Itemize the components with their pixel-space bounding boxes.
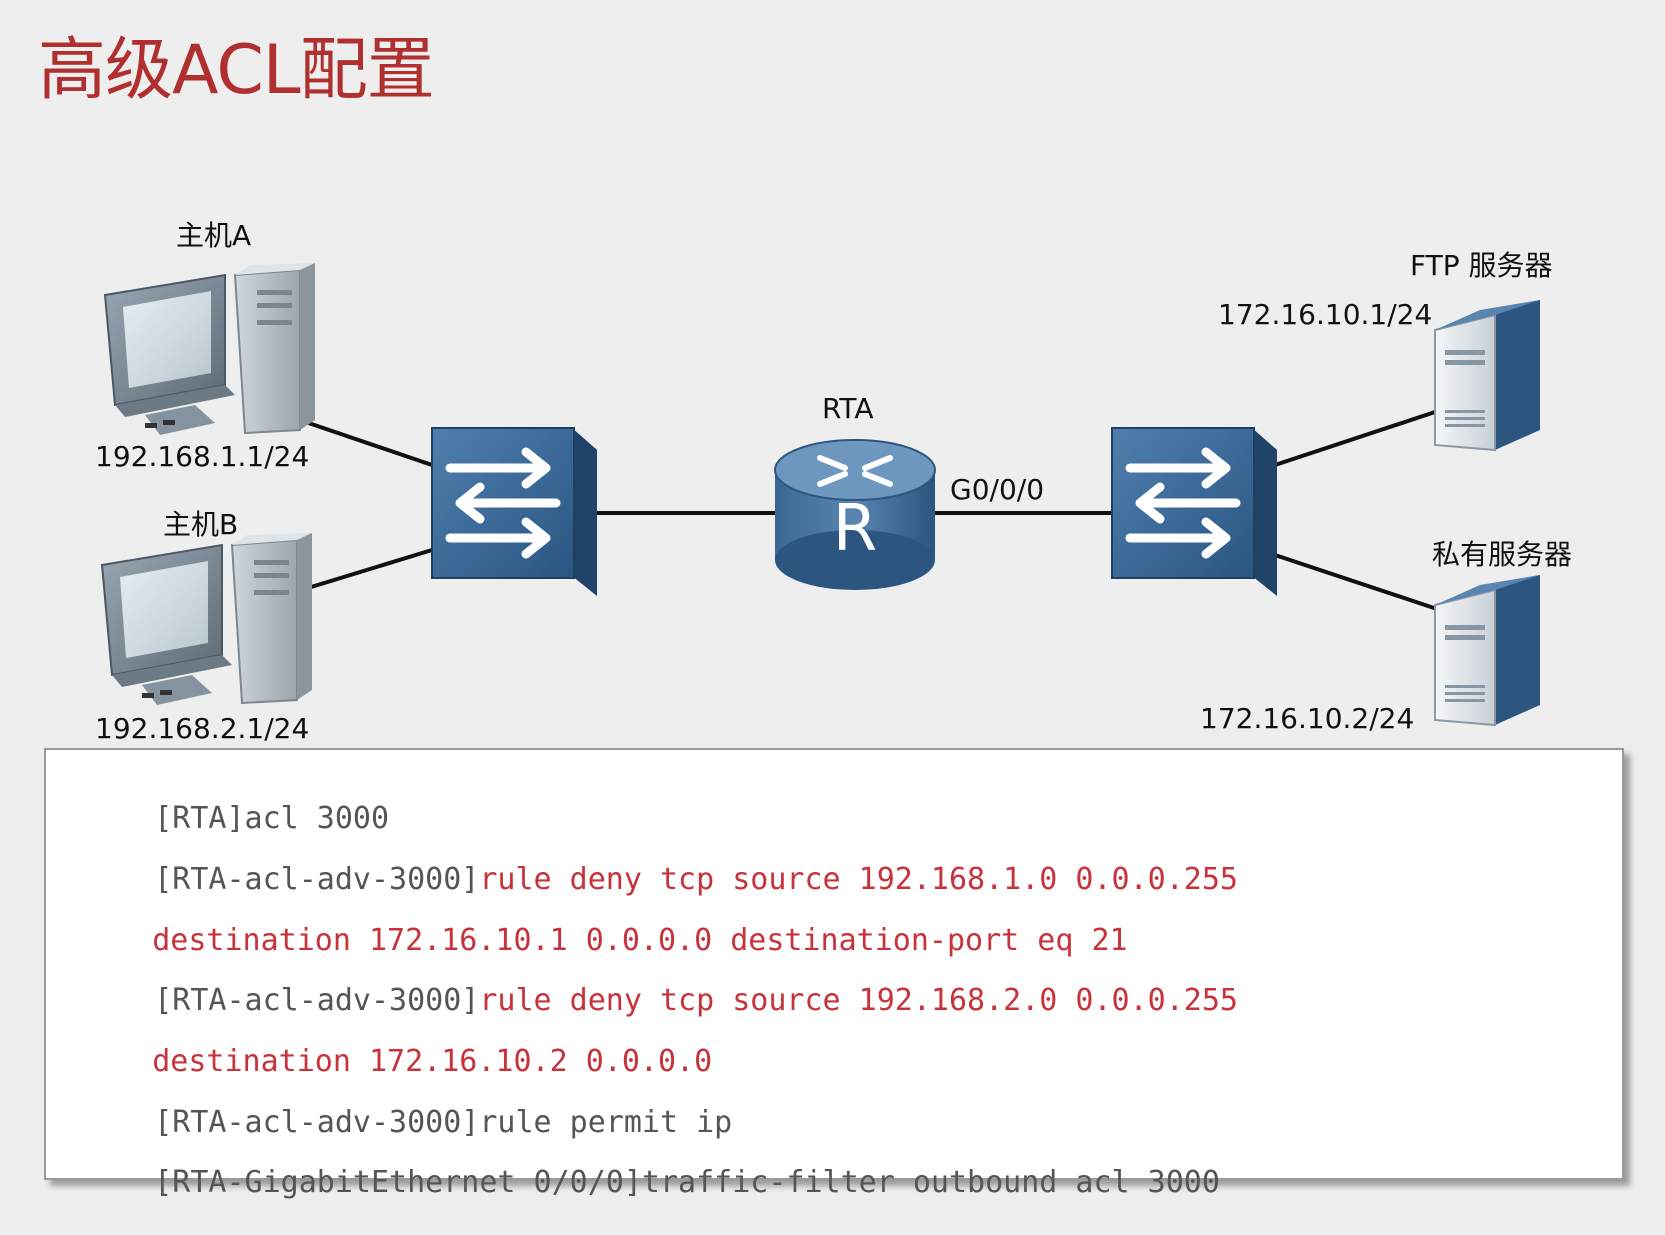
host-b-label: 主机B xyxy=(163,508,239,541)
config-line-4: [RTA-acl-adv-3000]rule deny tcp source 1… xyxy=(154,983,1238,1018)
router-glyph: R xyxy=(833,492,877,566)
host-b-ip: 192.168.2.1/24 xyxy=(95,712,310,745)
host-a-ip: 192.168.1.1/24 xyxy=(95,440,310,473)
private-server-label: 私有服务器 xyxy=(1432,538,1573,571)
network-diagram: R xyxy=(100,263,1540,727)
config-line-6: [RTA-acl-adv-3000]rule permit ip xyxy=(154,1105,733,1140)
router-interface-label: G0/0/0 xyxy=(950,473,1045,506)
config-line-7: [RTA-GigabitEthernet 0/0/0]traffic-filte… xyxy=(154,1165,1220,1200)
private-server-ip: 172.16.10.2/24 xyxy=(1200,702,1415,735)
config-line-3: destination 172.16.10.1 0.0.0.0 destinat… xyxy=(152,923,1128,958)
acl-config-code-box: [RTA]acl 3000 [RTA-acl-adv-3000]rule den… xyxy=(44,748,1624,1200)
ftp-server-icon xyxy=(1434,300,1540,452)
host-a-pc-icon xyxy=(103,263,315,435)
router-label: RTA xyxy=(822,392,874,425)
host-a-label: 主机A xyxy=(176,219,252,252)
config-line-2: [RTA-acl-adv-3000]rule deny tcp source 1… xyxy=(154,862,1238,897)
router-rta-icon: R xyxy=(774,439,936,590)
config-line-1: [RTA]acl 3000 xyxy=(154,801,390,836)
right-switch-icon xyxy=(1111,427,1277,596)
config-line-5: destination 172.16.10.2 0.0.0.0 xyxy=(152,1044,713,1079)
private-server-icon xyxy=(1434,575,1540,727)
left-switch-icon xyxy=(431,427,597,596)
link-switch-private xyxy=(1274,553,1441,612)
ftp-server-label: FTP 服务器 xyxy=(1410,249,1553,282)
slide-title: 高级ACL配置 xyxy=(38,31,435,110)
host-b-pc-icon xyxy=(100,533,312,705)
link-switch-ftp xyxy=(1274,410,1436,467)
ftp-server-ip: 172.16.10.1/24 xyxy=(1218,298,1433,331)
